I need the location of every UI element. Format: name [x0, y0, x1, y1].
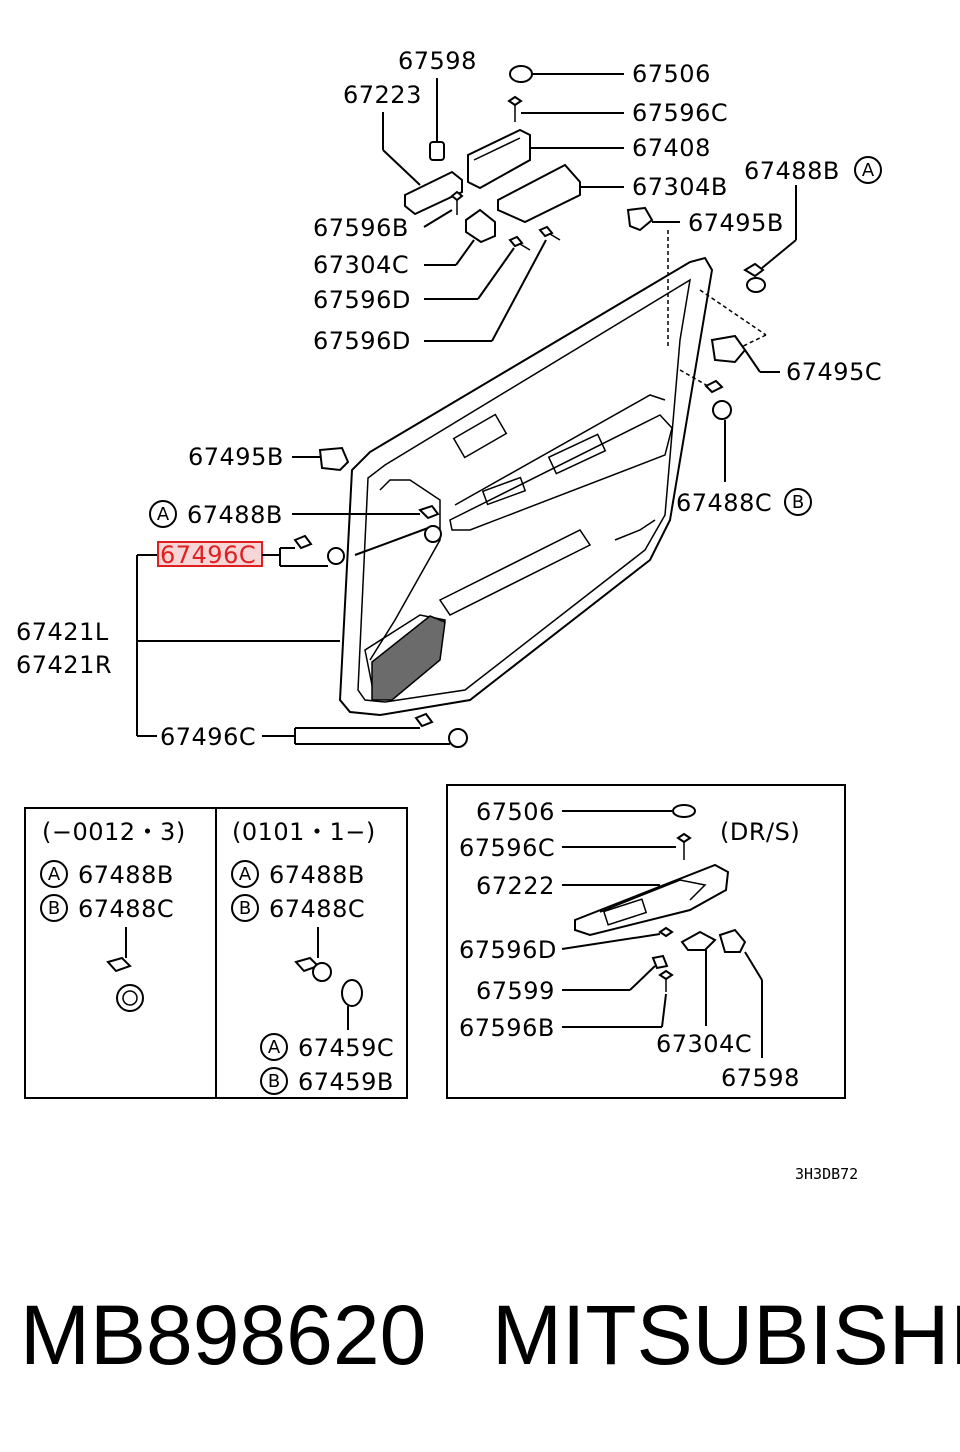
bezel-67408-icon: [467, 128, 531, 190]
circle-a-top: A: [862, 160, 875, 181]
screw-67596D-a-icon: [508, 235, 524, 248]
label-67506: 67506: [632, 60, 711, 88]
label-67596D-a: 67596D: [313, 286, 411, 314]
inset-left-range2: (0101・1−): [232, 818, 376, 846]
label-67488C-right: 67488C: [676, 489, 772, 517]
switch-assembly: [382, 65, 624, 342]
screw-67488B-left-icon: [418, 504, 440, 520]
clip-67496C-a-icon: [293, 534, 313, 550]
circle-b-right: B: [792, 492, 804, 513]
door-trim-panel: [338, 256, 714, 717]
clip-67496C-c-icon: [414, 712, 434, 728]
speaker-grille-icon: [371, 615, 446, 701]
bracket-67304C-inset-icon: [680, 930, 717, 951]
inset-right-67596D: 67596D: [459, 936, 557, 964]
label-67496C-highlighted: 67496C: [160, 541, 256, 569]
inset-right-67599: 67599: [476, 977, 555, 1005]
inset-left: (−0012・3) (0101・1−) A 67488B B 67488C A …: [24, 807, 408, 1099]
inset-left-col1-b: 67488C: [78, 895, 174, 923]
inset-left-a1: A: [48, 864, 61, 885]
clip-67599-inset-icon: [651, 954, 669, 970]
left-clips: [136, 446, 468, 748]
label-67598: 67598: [398, 47, 477, 75]
cap-67506-icon: [509, 65, 533, 83]
label-67488B-left: 67488B: [187, 501, 283, 529]
inset-left-col2-b2: 67459B: [298, 1068, 394, 1096]
inset-right-variant: (DR/S): [720, 818, 800, 846]
inset-left-range1: (−0012・3): [42, 818, 186, 846]
clip-67496C-d-icon: [448, 728, 468, 748]
screw-inset-col1-icon: [106, 956, 132, 973]
inset-left-b1: B: [48, 898, 60, 919]
screw-67488B-top-icon: [743, 262, 765, 278]
clip-67495B-top-icon: [626, 206, 654, 232]
label-67488B-top: 67488B: [744, 157, 840, 185]
screw-67596C-inset-icon: [676, 832, 692, 844]
right-clips: [626, 156, 882, 516]
screw-67488C-icon: [704, 379, 724, 394]
label-67495B-left: 67495B: [188, 443, 284, 471]
label-67495B-top: 67495B: [688, 209, 784, 237]
inset-right: (DR/S) 67506 67596C 67222 67596D 67599 6…: [446, 784, 846, 1099]
inset-left-col1-a: 67488B: [78, 861, 174, 889]
label-67596C: 67596C: [632, 99, 728, 127]
footer-brand: MITSUBISHI: [492, 1288, 960, 1382]
screw-67596D-b-icon: [538, 225, 554, 238]
drawing-code: 3H3DB72: [795, 1165, 858, 1183]
label-67421R: 67421R: [16, 651, 112, 679]
inset-right-67596B: 67596B: [459, 1014, 555, 1042]
screw-67596B-inset-icon: [658, 969, 674, 981]
circle-a-left: A: [157, 504, 170, 525]
bracket-67304C-icon: [465, 208, 496, 244]
inset-right-67304C: 67304C: [656, 1030, 752, 1058]
inset-left-a3: A: [268, 1037, 281, 1058]
upper-labels: 67598 67223 67506 67596C 67408 67304B 67…: [16, 47, 882, 751]
label-67304C: 67304C: [313, 251, 409, 279]
clip-67598-icon: [429, 141, 445, 161]
clip-67496C-b-icon: [327, 547, 345, 565]
cap-inset-col2-icon: [341, 979, 363, 1007]
door-panel-outline: [338, 256, 714, 717]
inset-left-col2-a: 67488B: [269, 861, 365, 889]
label-67223: 67223: [343, 81, 422, 109]
inset-left-a2: A: [239, 864, 252, 885]
footer-part-number: MB898620: [20, 1288, 426, 1382]
clip-inset-col1-icon: [116, 984, 144, 1012]
inset-left-b3: B: [268, 1071, 280, 1092]
label-67596B: 67596B: [313, 214, 409, 242]
inset-right-67506: 67506: [476, 798, 555, 826]
inset-right-67222: 67222: [476, 872, 555, 900]
screw-67596C-icon: [507, 95, 523, 107]
inset-right-67596C: 67596C: [459, 834, 555, 862]
inset-left-b2: B: [239, 898, 251, 919]
switch-panel-67222-icon: [574, 863, 730, 937]
screw-67596D-inset-icon: [658, 926, 674, 938]
inset-left-col2-b: 67488C: [269, 895, 365, 923]
inset-left-col2-a2: 67459C: [298, 1034, 394, 1062]
highlight-box-67496C: [157, 541, 263, 567]
label-67421L: 67421L: [16, 618, 109, 646]
screw-67596B-icon: [450, 190, 464, 202]
cap-67506-inset-icon: [672, 804, 696, 818]
label-67408: 67408: [632, 134, 711, 162]
inset-right-67598: 67598: [721, 1064, 800, 1092]
clip-67495B-left-icon: [318, 446, 350, 472]
clip-67598-inset-icon: [718, 928, 747, 953]
switch-panel-67223-icon: [404, 170, 463, 216]
label-67496C-bottom: 67496C: [160, 723, 256, 751]
label-67596D-b: 67596D: [313, 327, 411, 355]
label-67495C: 67495C: [786, 358, 882, 386]
label-67304B: 67304B: [632, 173, 728, 201]
bracket-67304B-icon: [497, 163, 581, 224]
clip-67495C-icon: [710, 334, 747, 364]
